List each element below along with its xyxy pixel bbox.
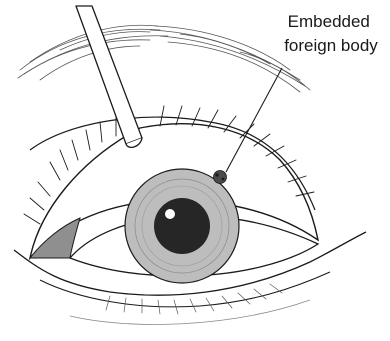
pupil-highlight	[165, 209, 175, 219]
lower-skin-line	[70, 300, 310, 324]
lower-eyelashes	[106, 284, 282, 314]
foreign-body-label: Embedded foreign body	[284, 12, 378, 55]
label-line-2: foreign body	[284, 36, 378, 55]
foreign-body	[214, 171, 227, 184]
eyebrow	[18, 25, 310, 92]
pupil	[154, 198, 210, 254]
applicator-stick	[76, 6, 142, 147]
label-line-1: Embedded	[288, 12, 370, 31]
